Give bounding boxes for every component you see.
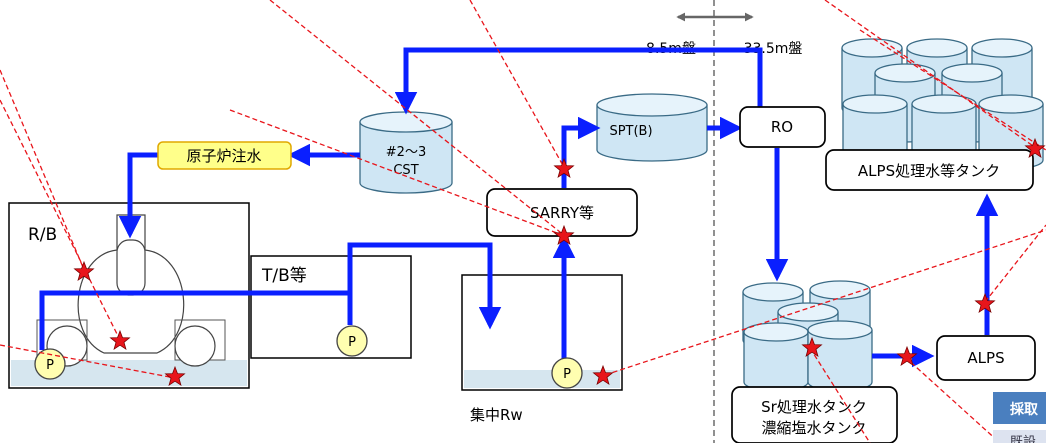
sampling-star-icon [73,260,95,282]
ro-box: RO [739,106,826,148]
turbine-building: T/B等 [250,255,412,359]
pump-rw: P [551,357,583,389]
cst-label-line1: #2～3 [386,145,426,160]
alps-label: ALPS [967,349,1004,367]
sampling-star-icon [896,345,918,367]
pump-rb: P [34,348,66,380]
flow-sarry-to-spt [561,116,601,188]
cst-label-line2: CST [393,163,418,178]
flow-to-cst [394,47,763,126]
flow-lines [39,47,999,368]
sampling-star-icon [109,329,131,351]
sr-tank-label-line1: Sr処理水タンク [761,398,867,416]
central-rw-label: 集中Rw [470,406,523,424]
central-rw-building: 集中Rw [461,274,623,424]
sampling-star-icon [801,336,823,358]
spt-tank: SPT(B) [596,93,708,162]
side-tab-sampling [993,392,1046,424]
torus-right [174,325,216,367]
reactor-injection-box: 原子炉注水 [157,141,292,170]
flow-injection-to-reactor [118,152,158,239]
sampling-star-icon [592,364,614,386]
alps-box: ALPS [936,335,1036,381]
svg-text:P: P [563,367,571,382]
flow-tb-to-rw [347,242,502,330]
rb-label: R/B [28,225,57,245]
sr-tank-box: Sr処理水タンク 濃縮塩水タンク [731,386,898,444]
ro-label: RO [771,118,793,136]
flow-rb-to-tb [39,290,353,350]
svg-text:P: P [46,358,54,373]
sampling-star-icon [1024,137,1046,159]
reactor-pressure-vessel [116,239,146,296]
sr-tank-farm [742,280,873,392]
svg-text:採取: 採取 [1010,401,1039,418]
spt-label: SPT(B) [609,124,652,139]
sampling-star-icon [974,292,996,314]
cst-tank: #2～3 CST [359,111,453,194]
pump-tb: P [336,325,368,357]
svg-text:既設: 既設 [1010,434,1036,443]
svg-text:P: P [348,335,356,350]
alps-treated-tank-label: ALPS処理水等タンク [858,162,1000,180]
tb-label: T/B等 [261,266,307,286]
alps-tank-farm [841,38,1044,170]
side-legend: 採取 既設 [993,392,1046,447]
sampling-star-icon [553,224,575,246]
sampling-points [73,137,1046,387]
sampling-star-icon [164,365,186,387]
sampling-star-icon [553,157,575,179]
sarry-label: SARRY等 [530,204,594,222]
alps-treated-tank-box: ALPS処理水等タンク [825,149,1034,191]
sr-tank-label-line2: 濃縮塩水タンク [761,419,866,437]
sarry-box: SARRY等 [486,188,638,237]
reactor-injection-label: 原子炉注水 [186,147,261,165]
